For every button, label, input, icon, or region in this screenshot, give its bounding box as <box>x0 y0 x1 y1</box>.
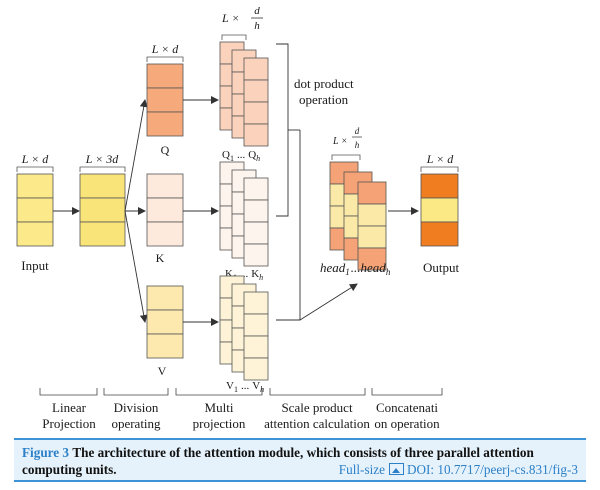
output-label: Output <box>423 260 460 275</box>
v-head-h-cell <box>243 291 269 315</box>
q-cell <box>146 87 184 113</box>
heads-frac-num: d <box>355 126 360 136</box>
v-label: V <box>158 364 167 378</box>
q-head-h-cell <box>243 57 269 81</box>
heads-dim-label: L × <box>332 136 348 147</box>
stage-label-1-line1: Linear <box>52 400 87 415</box>
k-cell <box>146 197 184 223</box>
output-cell <box>420 197 459 223</box>
head-h-cell <box>357 181 387 205</box>
dot-product-bracket: dot product operation <box>276 43 354 217</box>
output-cell <box>420 173 459 199</box>
q-cell <box>146 63 184 89</box>
input-cell <box>16 173 54 199</box>
input-cell <box>16 197 54 223</box>
q-head-h-cell <box>243 79 269 103</box>
q-label: Q <box>161 143 170 157</box>
output-brace <box>420 166 459 172</box>
qkv-combined-block: L × 3d <box>79 152 126 247</box>
qkv-cell <box>79 173 126 199</box>
stage-bracket-4 <box>269 388 366 396</box>
q-cell <box>146 111 184 137</box>
q-heads-frac-num: d <box>254 5 260 17</box>
stage-label-1-line2: Projection <box>42 416 96 431</box>
arrow-to-q <box>124 99 148 212</box>
stage-label-3-line1: Multi <box>205 400 234 415</box>
dot-product-label-line2: operation <box>299 92 349 107</box>
figure-label: Figure 3 <box>22 445 70 460</box>
head-h-cell <box>357 203 387 227</box>
attention-architecture-diagram: L × d Input L × 3d L × d Q K V <box>16 5 460 431</box>
heads-frac-den: h <box>355 140 360 150</box>
arrow-to-v <box>124 210 148 323</box>
arrow-to-heads <box>299 283 358 321</box>
k-heads-stack: K1...Kh <box>219 161 269 282</box>
v-head-h-cell <box>243 357 269 381</box>
v-head-h-cell <box>243 335 269 359</box>
stage-brackets <box>39 388 443 396</box>
k-head-h-cell <box>243 221 269 245</box>
q-heads-label: Q1...Qh <box>222 149 260 163</box>
input-label: Input <box>21 258 49 273</box>
output-cell <box>420 221 459 247</box>
stage-label-2-line2: operating <box>111 416 161 431</box>
figure-caption: Figure 3 The architecture of the attenti… <box>14 438 586 482</box>
stage-label-5-line1: Concatenati <box>376 400 438 415</box>
k-head-h-cell <box>243 199 269 223</box>
full-size-link[interactable]: Full-size <box>338 462 385 477</box>
input-cell <box>16 221 54 247</box>
q-heads-brace <box>221 34 247 40</box>
caption-text: The architecture of the attention module… <box>22 445 534 477</box>
q-block: L × d Q <box>146 42 184 157</box>
input-dim-label: L × d <box>21 152 50 166</box>
stage-label-2-line1: Division <box>114 400 159 415</box>
v-head-h-cell <box>243 313 269 337</box>
v-heads-stack: V1...Vh <box>219 275 269 394</box>
stage-label-4-line1: Scale product <box>281 400 353 415</box>
caption-links: Full-size DOI: 10.7717/peerj-cs.831/fig-3 <box>339 461 578 478</box>
output-dim-label: L × d <box>426 152 455 166</box>
stage-bracket-5 <box>371 388 443 396</box>
v-block: V <box>146 285 184 378</box>
heads-brace <box>331 154 361 160</box>
q-heads-dim-label: L × <box>221 11 240 25</box>
v-cell <box>146 309 184 335</box>
q-heads-frac-den: h <box>254 20 260 32</box>
stage-labels: Linear Projection Division operating Mul… <box>42 400 440 431</box>
q-head-h-cell <box>243 123 269 147</box>
q-heads-stack: L × d h Q1...Qh <box>219 5 269 163</box>
image-icon[interactable] <box>388 463 404 475</box>
qkv-cell <box>79 221 126 247</box>
stage-bracket-2 <box>103 388 169 396</box>
v-cell <box>146 333 184 359</box>
input-block: L × d Input <box>16 152 54 273</box>
head-h-cell <box>357 225 387 249</box>
stage-bracket-1 <box>39 388 98 396</box>
stage-label-4-line2: attention calculation <box>264 416 370 431</box>
stage-bracket-3 <box>175 388 263 396</box>
k-label: K <box>156 251 165 265</box>
attention-heads-stack: L × d h head1...headh <box>320 126 391 277</box>
input-brace <box>16 166 54 172</box>
v-heads-label: V1...Vh <box>226 380 264 394</box>
q-head-h-cell <box>243 101 269 125</box>
k-head-h-cell <box>243 243 269 267</box>
dot-product-label-line1: dot product <box>294 76 354 91</box>
q-dim-label: L × d <box>151 42 180 56</box>
v-cell <box>146 285 184 311</box>
output-block: L × d Output <box>420 152 460 275</box>
k-head-h-cell <box>243 177 269 201</box>
qkv-cell <box>79 197 126 223</box>
k-cell <box>146 173 184 199</box>
qkv-brace <box>79 166 126 172</box>
k-block: K <box>146 173 184 265</box>
k-cell <box>146 221 184 247</box>
head-h-cell <box>357 247 387 271</box>
q-brace <box>146 56 184 62</box>
stage-label-3-line2: projection <box>193 416 246 431</box>
qkv-dim-label: L × 3d <box>85 152 120 166</box>
heads-label: head1...headh <box>320 260 391 277</box>
stage-label-5-line2: on operation <box>374 416 440 431</box>
doi-link[interactable]: DOI: 10.7717/peerj-cs.831/fig-3 <box>406 462 578 477</box>
